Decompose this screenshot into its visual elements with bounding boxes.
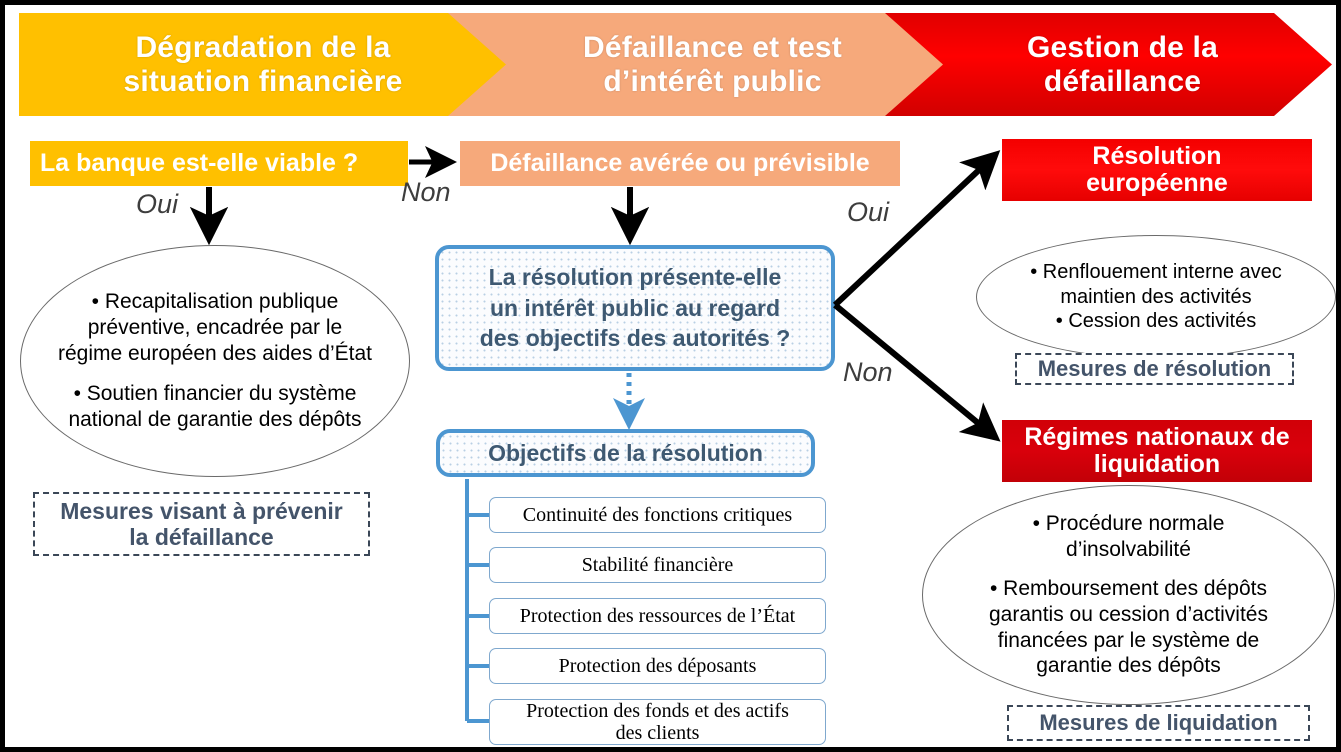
objective-item-5-line-2: des clients (615, 722, 700, 744)
liquidation-bullet2-line-2: garantis ou cession d’activités (989, 603, 1268, 626)
objective-item-5: Protection des fonds et des actifs des c… (489, 699, 826, 745)
liquidation-bullet2-line-1: • Remboursement des dépôts (989, 577, 1267, 601)
branch-label-oui-left: Oui (136, 189, 179, 219)
liquidation-bullet2-line-4: garantie des dépôts (1036, 654, 1221, 678)
measure-prevention-line-1: Mesures visant à prévenir (60, 497, 343, 524)
objective-item-2: Stabilité financière (489, 547, 826, 583)
objective-item-1: Continuité des fonctions critiques (489, 497, 826, 533)
failure-confirmed-box: Défaillance avérée ou prévisible (460, 141, 900, 186)
objective-item-4: Protection des déposants (489, 648, 826, 684)
prevention-line-2: préventive, encadrée par le (87, 315, 343, 339)
resolution-bullet-line-1: • Renflouement interne avec (1030, 260, 1282, 283)
decision-line-1: La résolution présente-elle (488, 264, 782, 291)
european-resolution-title-line-1: Résolution (1092, 141, 1222, 170)
liquidation-bullet2-line-3: financées par le système de (997, 628, 1260, 652)
liquidation-bullet1-line-1: • Procédure normale (1032, 512, 1225, 536)
measure-prevention-line-2: la défaillance (129, 524, 274, 550)
national-liquidation-box: Régimes nationaux de liquidation (1002, 420, 1312, 482)
national-liquidation-title-line-2: liquidation (1093, 450, 1221, 478)
measure-badge-resolution: Mesures de résolution (1015, 353, 1294, 385)
resolution-objectives-title: Objectifs de la résolution (436, 429, 815, 477)
prevention-measures-ellipse: • Recapitalisation publique préventive, … (20, 245, 410, 477)
resolution-bullet-line-2: maintien des activités (1060, 285, 1252, 308)
prevention-line-4: • Soutien financier du système (73, 382, 357, 406)
prevention-line-3: régime européen des aides d’État (57, 341, 373, 365)
measure-badge-prevention: Mesures visant à prévenir la défaillance (33, 492, 370, 556)
resolution-measures-ellipse: • Renflouement interne avec maintien des… (976, 235, 1336, 359)
branch-label-non-top: Non (401, 177, 451, 207)
prevention-line-1: • Recapitalisation publique (91, 289, 339, 313)
european-resolution-box: Résolution européenne (1002, 139, 1312, 201)
national-liquidation-title-line-1: Régimes nationaux de (1024, 422, 1290, 451)
european-resolution-title-line-2: européenne (1086, 169, 1228, 197)
objective-item-5-line-1: Protection des fonds et des actifs (526, 699, 789, 722)
public-interest-decision-box: La résolution présente-elle un intérêt p… (435, 245, 835, 371)
objective-item-3: Protection des ressources de l’État (489, 598, 826, 634)
decision-line-3: des objectifs des autorités ? (479, 325, 791, 352)
bank-viability-question: La banque est-elle viable ? (30, 141, 408, 186)
decision-line-2: un intérêt public au regard (489, 294, 781, 321)
measure-badge-liquidation: Mesures de liquidation (1007, 705, 1310, 741)
liquidation-measures-ellipse: • Procédure normale d’insolvabilité • Re… (922, 485, 1335, 705)
branch-label-non-right: Non (843, 357, 893, 387)
prevention-line-5: national de garantie des dépôts (68, 408, 362, 432)
branch-label-oui-right: Oui (847, 197, 890, 227)
liquidation-bullet1-line-2: d’insolvabilité (1066, 537, 1191, 561)
resolution-bullet-line-3: • Cession des activités (1055, 310, 1257, 333)
